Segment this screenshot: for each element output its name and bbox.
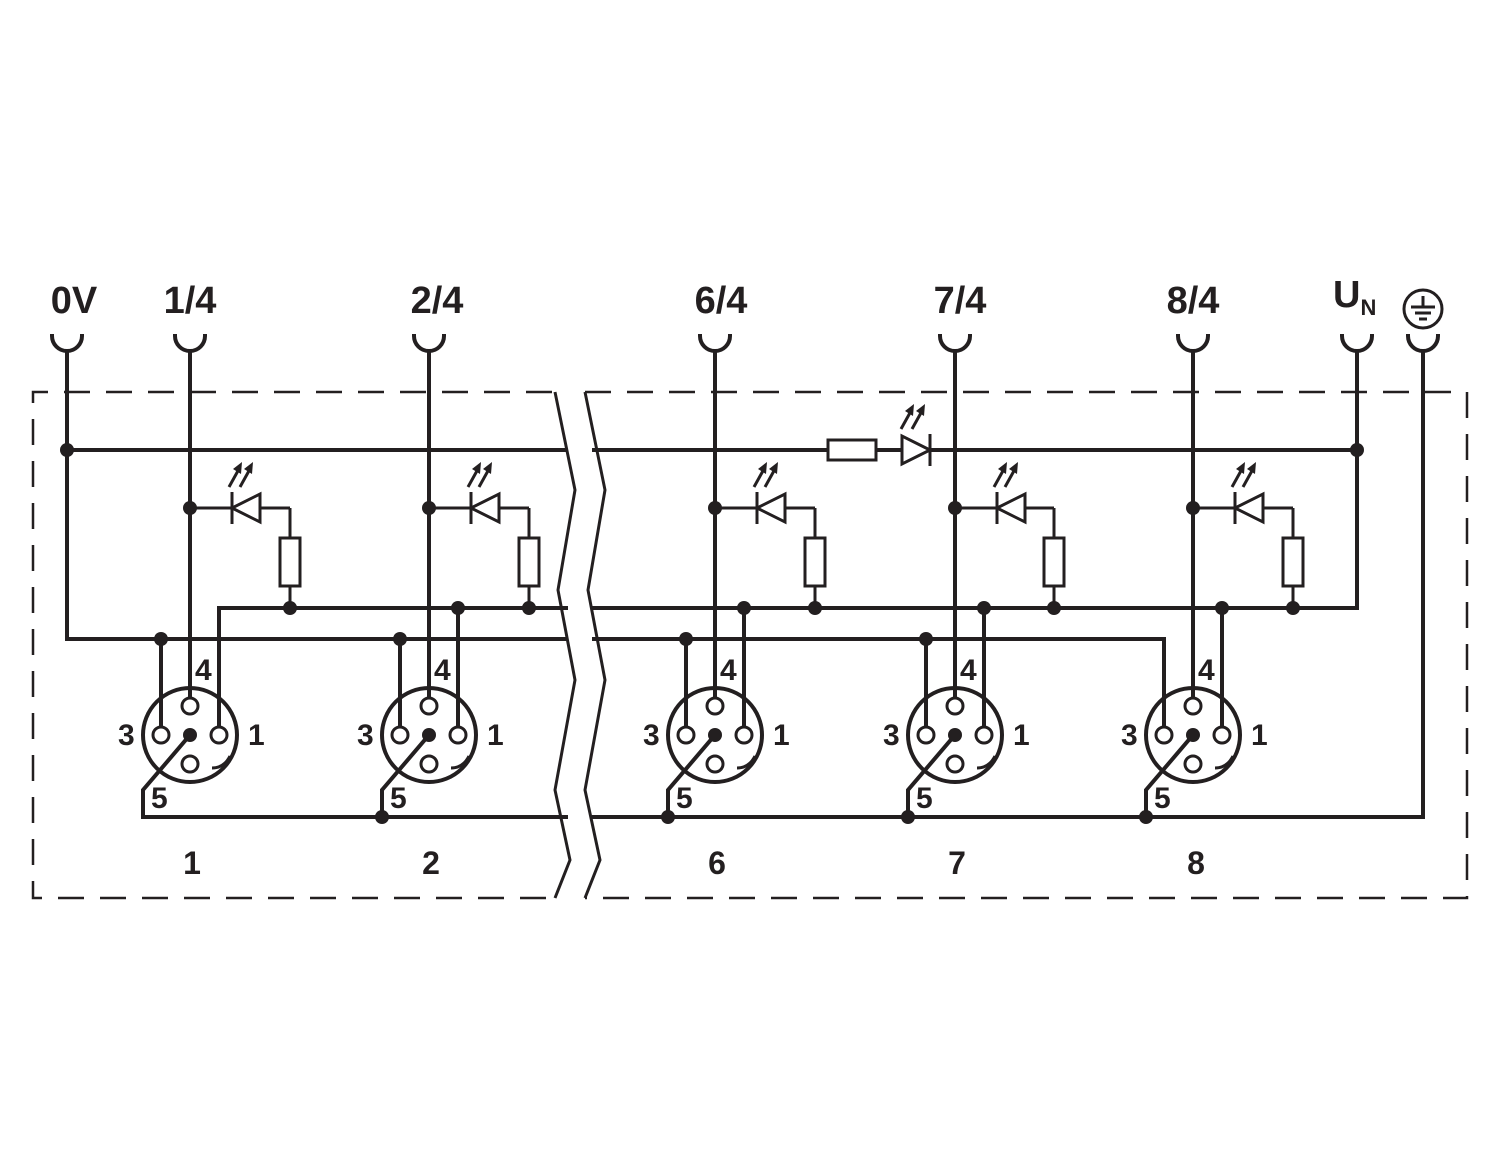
connector-6: 4 3 1 5 bbox=[643, 606, 790, 819]
terminal-label-6-4: 6/4 bbox=[695, 280, 748, 322]
pin-label-4: 4 bbox=[195, 654, 212, 687]
un-main: U bbox=[1333, 274, 1360, 316]
pin-label-3: 3 bbox=[118, 719, 135, 752]
pin-label-3: 3 bbox=[1121, 719, 1138, 752]
pin-label-4: 4 bbox=[720, 654, 737, 687]
pin-label-5: 5 bbox=[916, 782, 933, 815]
housing-frame bbox=[31, 390, 1469, 900]
pin-label-1: 1 bbox=[773, 719, 790, 752]
pin-label-1: 1 bbox=[1251, 719, 1268, 752]
connector-2: 4 3 1 5 bbox=[357, 606, 504, 819]
connector-7: 4 3 1 5 bbox=[883, 606, 1030, 819]
pin-label-1: 1 bbox=[248, 719, 265, 752]
terminal-label-1-4: 1/4 bbox=[164, 280, 217, 322]
terminal-label-2-4: 2/4 bbox=[411, 280, 464, 322]
slot-number-2: 2 bbox=[422, 845, 440, 881]
slot-number-8: 8 bbox=[1187, 845, 1205, 881]
pin-label-5: 5 bbox=[390, 782, 407, 815]
pin-label-4: 4 bbox=[1198, 654, 1215, 687]
terminal-label-8-4: 8/4 bbox=[1167, 280, 1220, 322]
channel-led-8 bbox=[1193, 462, 1305, 608]
pin-label-5: 5 bbox=[151, 782, 168, 815]
channel-led-2 bbox=[429, 462, 541, 608]
channel-led-7 bbox=[955, 462, 1066, 608]
pin-label-5: 5 bbox=[1154, 782, 1171, 815]
terminal-cups bbox=[49, 333, 1441, 353]
terminal-label-un: UN bbox=[1333, 274, 1376, 320]
pin-label-3: 3 bbox=[883, 719, 900, 752]
slot-number-7: 7 bbox=[948, 845, 966, 881]
connector-1: 4 3 1 5 bbox=[118, 606, 265, 819]
pin-label-5: 5 bbox=[676, 782, 693, 815]
pin-label-1: 1 bbox=[1013, 719, 1030, 752]
pin-label-1: 1 bbox=[487, 719, 504, 752]
un-subscript: N bbox=[1360, 295, 1376, 320]
pin-label-4: 4 bbox=[960, 654, 977, 687]
terminal-label-0v: 0V bbox=[51, 280, 98, 322]
power-led bbox=[826, 404, 934, 467]
pin-label-4: 4 bbox=[434, 654, 451, 687]
channel-led-1 bbox=[190, 462, 302, 608]
ground-icon bbox=[1402, 288, 1444, 330]
connector-8: 4 3 1 5 bbox=[1121, 606, 1268, 819]
channel-led-6 bbox=[715, 462, 827, 608]
pin-label-3: 3 bbox=[643, 719, 660, 752]
break-lines bbox=[553, 391, 607, 899]
bus-wiring bbox=[65, 349, 1425, 819]
junction-dots bbox=[60, 443, 1364, 824]
terminal-label-7-4: 7/4 bbox=[934, 280, 987, 322]
slot-number-6: 6 bbox=[708, 845, 726, 881]
slot-number-1: 1 bbox=[183, 845, 201, 881]
pin-label-3: 3 bbox=[357, 719, 374, 752]
